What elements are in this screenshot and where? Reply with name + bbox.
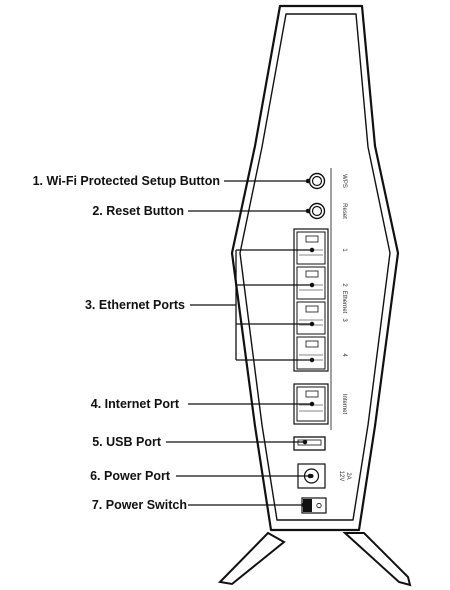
ethernet-port-3[interactable] [296, 301, 326, 335]
usb-port[interactable] [293, 436, 326, 451]
wps-panel-label: WPS [341, 174, 347, 188]
callout-usb-port: 5. USB Port [92, 435, 161, 449]
ethernet-panel-label: Ethernet [341, 291, 347, 314]
router-body-inner-outline [239, 13, 391, 521]
reset-panel-label: Reset [341, 203, 347, 219]
callout-internet-port: 4. Internet Port [90, 397, 179, 411]
callout-reset-button: 2. Reset Button [92, 204, 184, 218]
wps-button[interactable] [308, 172, 326, 190]
ethernet-port-4[interactable] [296, 336, 326, 370]
port-number-4: 4 [341, 353, 347, 357]
power-panel-label: 12V [338, 471, 344, 482]
port-number-2: 2 [341, 283, 347, 287]
reset-button[interactable] [308, 202, 326, 220]
callout-wps-button: 1. Wi-Fi Protected Setup Button [32, 174, 220, 188]
power-panel-sublabel: 2A [345, 472, 351, 479]
router-stand [217, 531, 412, 587]
internet-panel-label: Internet [341, 394, 347, 415]
leader-lines [166, 178, 315, 508]
callout-power-switch: 7. Power Switch [91, 498, 187, 512]
ethernet-ports-block [293, 228, 329, 372]
callout-power-port: 6. Power Port [90, 469, 170, 483]
port-number-3: 3 [341, 318, 347, 322]
callout-ethernet-ports: 3. Ethernet Ports [84, 298, 185, 312]
port-number-1: 1 [341, 248, 347, 252]
